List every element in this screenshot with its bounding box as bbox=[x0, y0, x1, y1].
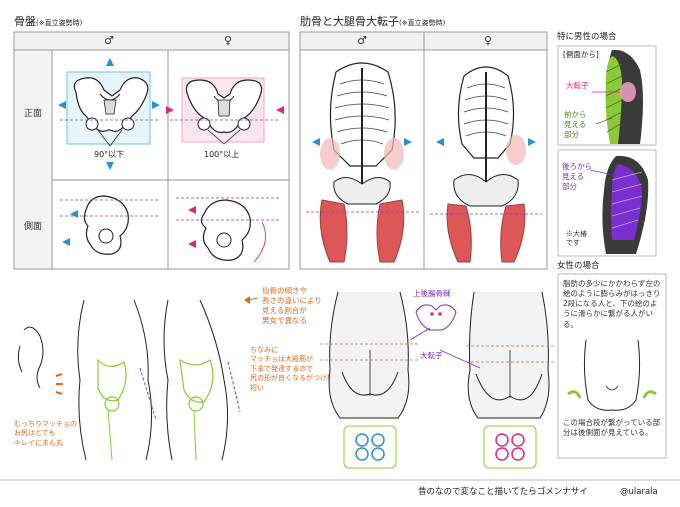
arrow-icon bbox=[312, 138, 320, 146]
female-angle-label: 100°以上 bbox=[204, 150, 240, 159]
female-case-description: 脂肪の多少にかかわらず左の絵のように膨らみがはっきり2段になる人と、下の絵のよう… bbox=[563, 279, 661, 329]
back-trochanter-label: 大転子 bbox=[420, 351, 443, 360]
trochanter-label: 大転子 bbox=[566, 81, 589, 90]
rib-hip-title-text: 肋骨と大腿骨大転子 bbox=[300, 15, 399, 28]
back-visible-label: 後ろから 見える 部分 bbox=[562, 162, 592, 192]
footer-handle: @ularala bbox=[620, 487, 658, 497]
arrow-icon bbox=[70, 210, 78, 218]
rib-male-header: ♂ bbox=[357, 34, 367, 47]
front-visible-label: 前から 見える 部分 bbox=[564, 110, 587, 140]
arrow-icon bbox=[106, 58, 114, 66]
pelvis-male-header: ♂ bbox=[104, 34, 114, 47]
row-label-front: 正面 bbox=[24, 109, 43, 119]
arrow-icon bbox=[152, 101, 160, 109]
arrow-icon bbox=[188, 240, 196, 248]
male-special-title: 特に男性の場合 bbox=[557, 32, 617, 42]
footer-caption: 昔のなので変なこと描いてたらゴメンナサイ bbox=[418, 487, 588, 497]
pelvis-subtitle: (※直立姿勢時) bbox=[36, 19, 83, 27]
pelvis-title-text: 骨盤 bbox=[14, 15, 36, 28]
arrow-icon bbox=[106, 162, 114, 170]
rib-female-header: ♀ bbox=[484, 34, 493, 47]
arrow-icon bbox=[436, 138, 444, 146]
rib-hip-subtitle: (※直立姿勢時) bbox=[399, 19, 446, 27]
side-view-label: [側面から] bbox=[563, 50, 599, 59]
arrow-icon bbox=[188, 206, 196, 214]
arrow-icon bbox=[166, 106, 174, 114]
handwritten-left-note: むっちりマッチョの お尻はとても キレイにまん丸 bbox=[14, 420, 77, 447]
arrow-icon bbox=[58, 101, 66, 109]
handwritten-center-note: ちなみに マッチョは大殿筋が 下まで発達するので 尻の形が良くなるがつけ根までは… bbox=[250, 346, 355, 392]
female-case-title: 女性の場合 bbox=[557, 261, 600, 271]
pelvis-tilt-note: 仙骨の傾きや 長さの違いにより 見える割合が 男女で異なる bbox=[262, 286, 322, 326]
row-label-side: 側面 bbox=[24, 222, 43, 232]
arrow-icon bbox=[276, 106, 284, 114]
psis-label: 上後腸骨棘 bbox=[413, 289, 451, 298]
male-angle-label: 90°以下 bbox=[94, 150, 125, 159]
female-case-note: この場合段が繋がっている部分は後側面が見えている。 bbox=[563, 418, 661, 438]
pelvis-title: 骨盤(※直立姿勢時) bbox=[14, 15, 83, 29]
signature-note: ※大椿 です bbox=[566, 230, 587, 248]
arrow-icon bbox=[528, 138, 536, 146]
arrow-icon bbox=[404, 138, 412, 146]
pelvis-female-header: ♀ bbox=[224, 34, 233, 47]
arrow-icon bbox=[62, 238, 70, 246]
rib-hip-title: 肋骨と大腿骨大転子(※直立姿勢時) bbox=[300, 15, 446, 29]
